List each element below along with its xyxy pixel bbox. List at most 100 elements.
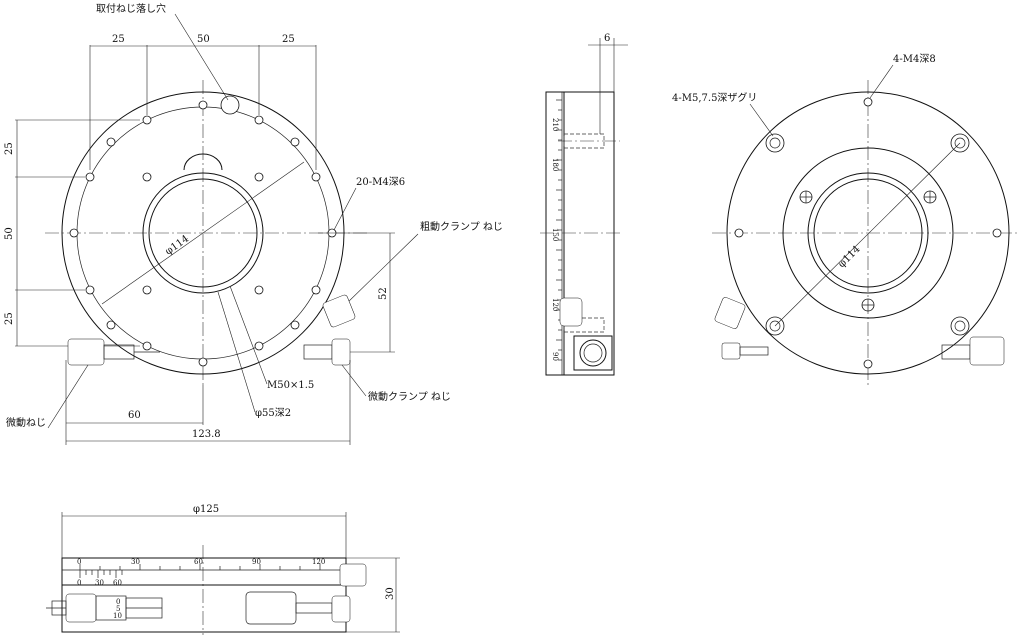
front-scale-30: 30 — [131, 558, 140, 566]
bottom-view: φ114 4-M4深8 4-M5,7.5深ザグリ — [672, 53, 1020, 385]
vernier-30: 30 — [95, 579, 104, 587]
center-aperture-inner — [148, 178, 258, 288]
mount-hole-leader — [174, 13, 229, 101]
front-scale-ticks — [79, 564, 321, 570]
fine-clamp-body — [303, 344, 333, 360]
vernier-60: 60 — [113, 579, 122, 587]
hole — [142, 172, 152, 182]
phi55-label: φ55深2 — [255, 407, 291, 419]
m50-leader — [229, 285, 268, 385]
side-view: 210 180 150 120 90 6 — [540, 33, 628, 376]
bottom-aperture-inner — [813, 178, 923, 288]
dim-v50: 50 — [4, 227, 15, 240]
fine-clamp-label: 微動クランプ ねじ — [368, 390, 451, 403]
front-clamp-housing — [245, 591, 297, 625]
phi125: φ125 — [193, 504, 219, 515]
bottom-coarse-knob — [714, 297, 746, 329]
dim-50-top: 50 — [197, 34, 210, 45]
bottom-phi114-line — [774, 142, 961, 327]
phi114-diameter-line — [101, 161, 305, 305]
m4-hole — [863, 97, 873, 107]
aperture-notch — [183, 153, 223, 171]
phi55-leader — [217, 291, 256, 413]
m4-hole — [734, 228, 744, 238]
hole — [198, 357, 208, 367]
micrometer-5: 5 — [116, 605, 120, 613]
phi114-label: φ114 — [163, 233, 191, 257]
front-micrometer-knob — [65, 593, 97, 623]
hidden-bore-bottom — [563, 317, 605, 333]
bottom-mid-circle — [782, 147, 954, 319]
hole — [254, 115, 264, 125]
side-scale-210: 210 — [551, 118, 559, 131]
coarse-clamp-leader — [344, 233, 419, 306]
side-screw-end-outer — [579, 339, 607, 367]
hole — [106, 320, 116, 330]
bottom-screw-body — [941, 344, 971, 360]
dim-123-8: 123.8 — [192, 429, 221, 440]
fine-screw-label: 微動ねじ — [6, 416, 46, 429]
m4-hole — [992, 228, 1002, 238]
front-clamp-shaft — [295, 602, 333, 614]
bottom-phi114-label: φ114 — [836, 244, 862, 270]
side-screw-end-inner — [583, 343, 603, 363]
side-body — [563, 91, 615, 376]
front-scale-90: 90 — [252, 558, 261, 566]
m50-label: M50×1.5 — [267, 380, 314, 391]
bottom-clamp-knob — [721, 342, 741, 360]
hole — [254, 172, 264, 182]
tapped-4m4-leader — [869, 64, 894, 99]
dim-6: 6 — [604, 33, 610, 44]
hole — [142, 115, 152, 125]
hole — [142, 341, 152, 351]
dim-v25-top: 25 — [4, 142, 15, 155]
hole — [85, 285, 95, 295]
vernier-0: 0 — [77, 579, 81, 587]
micrometer-0: 0 — [116, 598, 120, 606]
vernier-ticks — [79, 570, 123, 578]
dim-52: 52 — [378, 287, 389, 300]
coarse-clamp-knob — [322, 294, 356, 328]
front-coarse-knob — [339, 563, 367, 587]
hole — [311, 172, 321, 182]
fine-screw-body — [103, 344, 135, 360]
micrometer-10: 10 — [113, 612, 122, 620]
bottom-aperture-outer — [807, 172, 929, 294]
hole — [198, 100, 208, 110]
micrometer-end-cap — [51, 600, 67, 616]
center-aperture-outer — [142, 172, 264, 294]
hole — [290, 137, 300, 147]
top-view-holes — [69, 95, 337, 367]
hole — [142, 285, 152, 295]
tapped-20-m4-label: 20-M4深6 — [356, 176, 405, 188]
side-scale-150: 150 — [551, 228, 559, 241]
side-clamp-knob — [559, 297, 583, 327]
bottom-inner-holes — [799, 190, 937, 312]
fine-clamp-knob — [331, 338, 351, 366]
side-scale-90: 90 — [551, 352, 559, 361]
tapped-4m4-label: 4-M4深8 — [893, 53, 936, 65]
hole — [85, 172, 95, 182]
hole — [106, 137, 116, 147]
dim-25-left: 25 — [112, 34, 125, 45]
dim-25-right: 25 — [282, 34, 295, 45]
front-body — [61, 557, 347, 633]
top-view: φ114 25 50 25 25 50 25 取付ねじ落し穴 20-M4深6 粗… — [4, 2, 503, 445]
fine-screw-leader — [47, 364, 89, 429]
counterbore-label: 4-M5,7.5深ザグリ — [672, 91, 757, 104]
dim-30: 30 — [385, 587, 396, 600]
bottom-outer-edge — [726, 91, 1010, 375]
bottom-clamp-body — [739, 346, 769, 356]
front-scale-0: 0 — [77, 558, 81, 566]
front-scale-120: 120 — [312, 558, 325, 566]
mount-counterbore-hole — [220, 95, 240, 115]
hole — [69, 228, 79, 238]
front-clamp-knob — [331, 595, 351, 623]
side-screw-block — [573, 335, 613, 371]
hole — [254, 285, 264, 295]
m4-hole — [863, 359, 873, 369]
mount-hole-label: 取付ねじ落し穴 — [96, 2, 166, 15]
dim-60: 60 — [128, 410, 141, 421]
front-view: 0 30 60 90 120 0 30 60 0 5 10 φ12 — [46, 504, 400, 635]
